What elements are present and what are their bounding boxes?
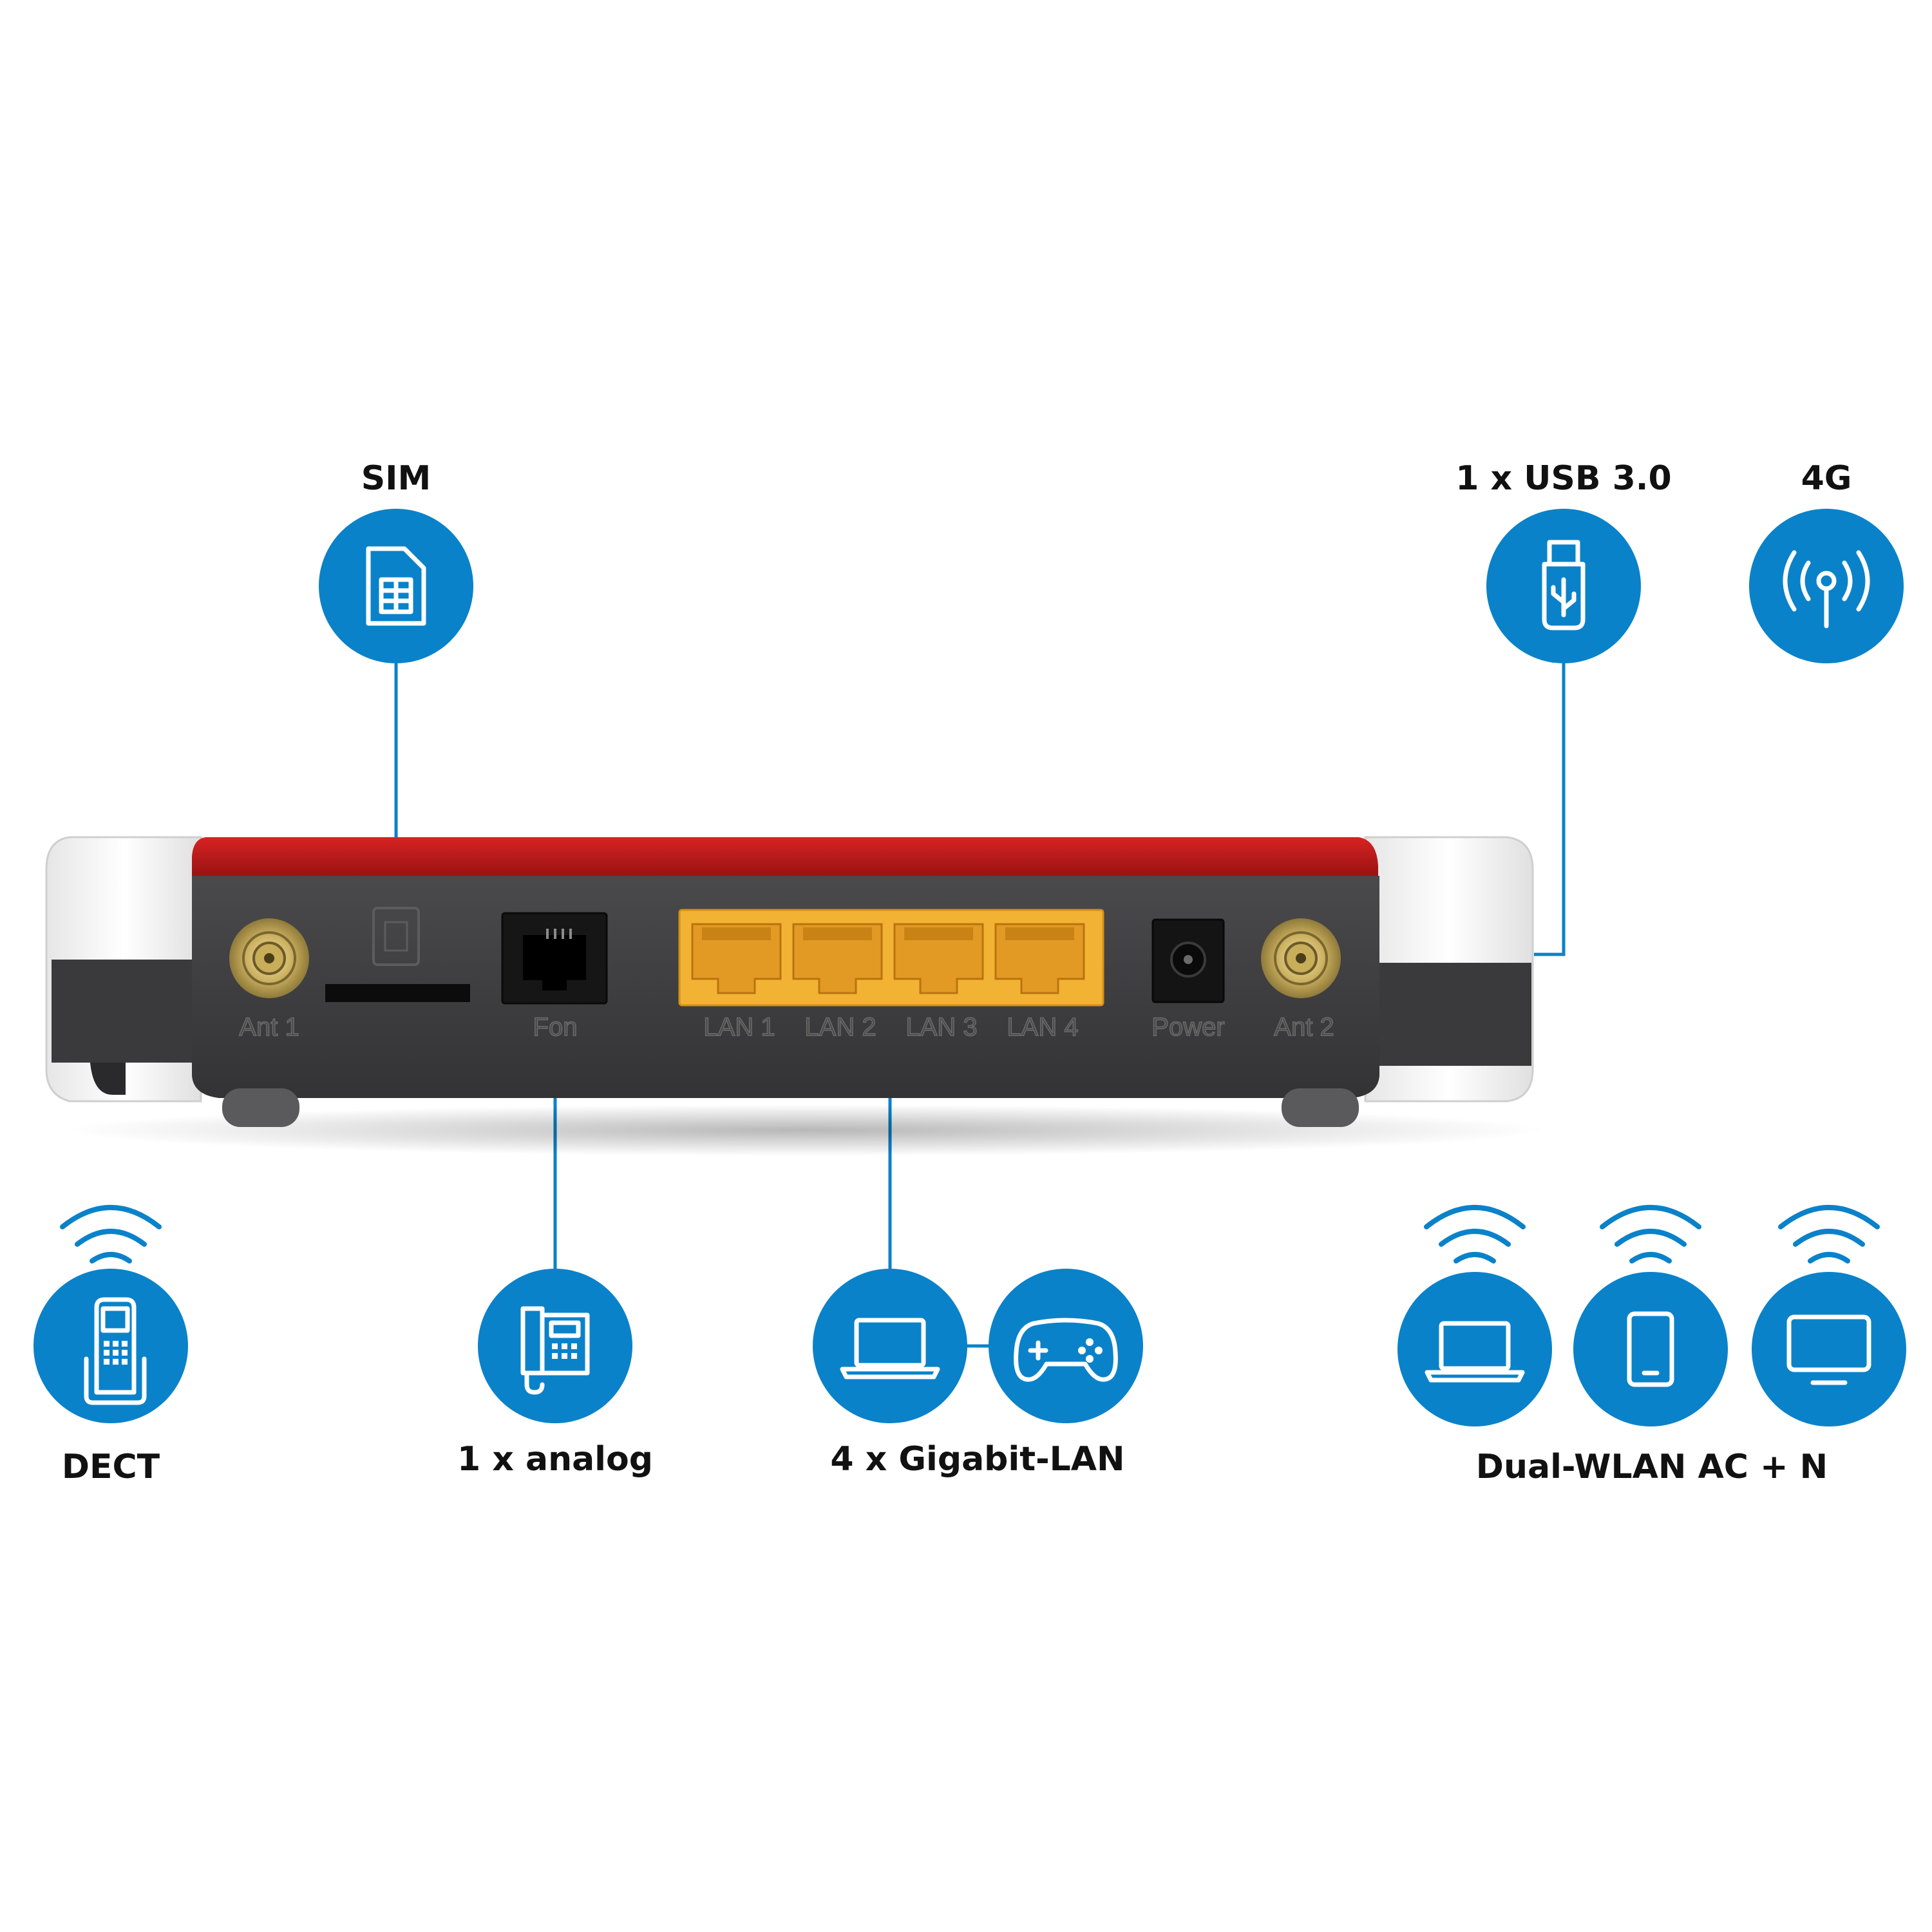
power-jack xyxy=(1151,918,1225,1003)
lan-port-3 xyxy=(893,923,984,994)
wifi-waves-icon xyxy=(1600,1205,1701,1264)
feature-4g-badge xyxy=(1749,509,1904,663)
feature-wlan: Dual-WLAN AC + N xyxy=(1397,1205,1906,1486)
usb-stick-icon xyxy=(1542,540,1586,630)
feature-wlan-monitor-badge xyxy=(1752,1272,1906,1426)
feature-dect-label: DECT xyxy=(62,1448,160,1486)
ant1-connector-icon xyxy=(229,918,309,998)
wifi-waves-icon xyxy=(1424,1205,1526,1264)
feature-wlan-tablet-badge xyxy=(1573,1272,1728,1426)
laptop-icon xyxy=(840,1318,940,1379)
feature-lan: 4 x Gigabit-LAN xyxy=(813,1269,1143,1479)
feature-lan-gamepad-badge xyxy=(989,1269,1143,1423)
left-cap-notch xyxy=(90,1063,126,1095)
feature-4g: 4G xyxy=(1749,459,1904,663)
router-shadow xyxy=(64,1104,1546,1156)
left-cap-dark-band xyxy=(52,960,201,1063)
antenna-signal-icon xyxy=(1783,550,1870,629)
router-back-panel: Ant 1 Fon LAN 1 LAN 2 LAN 3 LAN 4 Power … xyxy=(45,836,1546,1156)
port-label-power: Power xyxy=(1151,1013,1224,1041)
lan-port-4 xyxy=(994,923,1085,994)
feature-dect: DECT xyxy=(33,1205,188,1486)
wifi-waves-icon xyxy=(60,1205,162,1264)
sim-slot xyxy=(325,907,470,1002)
feature-wlan-laptop-badge xyxy=(1397,1272,1552,1426)
laptop-icon xyxy=(1425,1321,1525,1383)
feature-lan-label: 4 x Gigabit-LAN xyxy=(830,1440,1124,1479)
port-label-lan1: LAN 1 xyxy=(703,1013,775,1041)
port-label-lan4: LAN 4 xyxy=(1007,1013,1078,1041)
port-label-lan3: LAN 3 xyxy=(905,1013,977,1041)
gamepad-icon xyxy=(1014,1318,1118,1382)
lan-port-2 xyxy=(792,923,883,994)
lan-port-block xyxy=(678,909,1104,1007)
feature-4g-label: 4G xyxy=(1801,459,1852,498)
right-cap-dark-band xyxy=(1365,963,1531,1066)
router-foot-left xyxy=(222,1088,299,1127)
fon-port xyxy=(501,912,608,1005)
feature-sim: SIM xyxy=(319,459,473,663)
feature-analog-label: 1 x analog xyxy=(457,1440,653,1479)
feature-wlan-label: Dual-WLAN AC + N xyxy=(1476,1448,1828,1486)
feature-sim-label: SIM xyxy=(361,459,431,498)
feature-dect-badge xyxy=(33,1269,188,1423)
lan-port-1 xyxy=(691,923,782,994)
monitor-icon xyxy=(1786,1314,1871,1385)
feature-usb-label: 1 x USB 3.0 xyxy=(1455,459,1671,498)
usb-connector xyxy=(1534,663,1566,956)
sim-card-icon xyxy=(366,546,426,626)
router-red-top xyxy=(192,837,1378,882)
wifi-waves-icon xyxy=(1778,1205,1880,1264)
port-label-lan2: LAN 2 xyxy=(804,1013,876,1041)
port-label-fon: Fon xyxy=(533,1013,578,1041)
cordless-phone-icon xyxy=(84,1297,147,1405)
feature-analog: 1 x analog xyxy=(457,1269,653,1479)
feature-lan-laptop-badge xyxy=(813,1269,967,1423)
feature-usb: 1 x USB 3.0 xyxy=(1455,459,1672,663)
ant2-connector-icon xyxy=(1261,918,1341,998)
router-foot-right xyxy=(1282,1088,1359,1127)
port-label-ant2: Ant 2 xyxy=(1274,1013,1334,1041)
desk-phone-icon xyxy=(520,1306,590,1395)
tablet-icon xyxy=(1627,1311,1674,1387)
port-label-ant1: Ant 1 xyxy=(239,1013,299,1041)
